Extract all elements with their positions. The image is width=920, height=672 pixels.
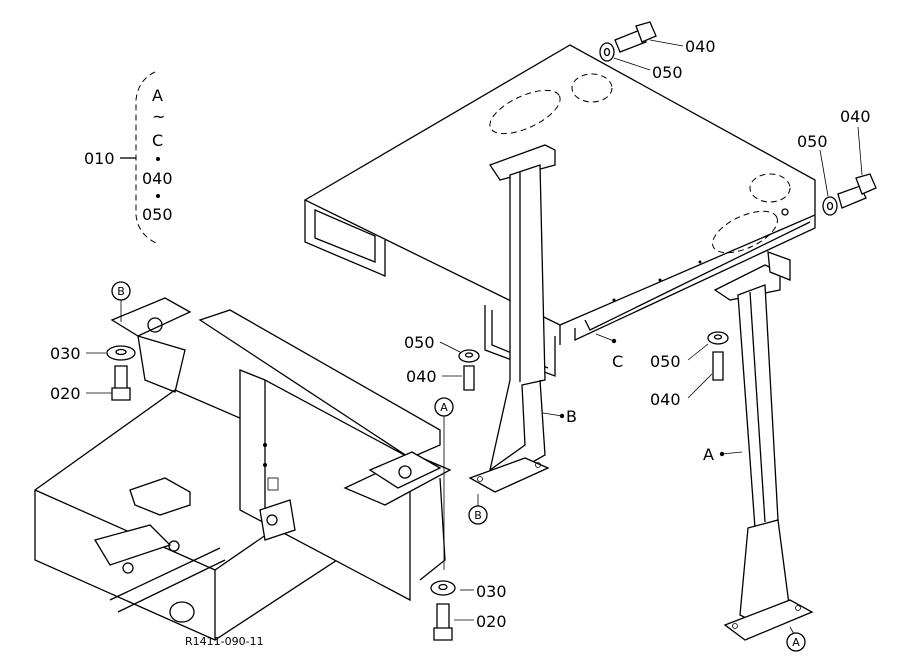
washer-top-right-b-icon <box>822 196 838 216</box>
dot-marker <box>156 194 160 198</box>
svg-text:B: B <box>474 509 482 522</box>
bolt-top-right-a-icon <box>614 21 657 53</box>
dot-marker <box>559 413 565 419</box>
svg-text:A: A <box>792 636 800 649</box>
bolt-left-frame-icon <box>111 365 131 401</box>
svg-text:A: A <box>440 401 448 414</box>
washer-bottom-icon <box>430 580 456 596</box>
callout-020: 020 <box>50 384 81 403</box>
callout-stay-a: A <box>703 445 714 464</box>
stay-b <box>468 144 556 493</box>
group-item-2: 050 <box>142 205 173 224</box>
main-frame <box>34 297 452 641</box>
group-item-1: 040 <box>142 169 173 188</box>
ref-circle-a: A <box>786 632 806 652</box>
range-end: C <box>152 131 163 150</box>
dot-marker <box>719 451 725 457</box>
callout-030: 030 <box>50 344 81 363</box>
callout-050: 050 <box>404 333 435 352</box>
leader-lines <box>86 39 863 635</box>
range-sep: ~ <box>152 107 165 126</box>
bolt-right-stay-icon <box>712 351 724 381</box>
callout-050: 050 <box>650 352 681 371</box>
drawing-code: R1411-090-11 <box>185 635 264 648</box>
cover-plate <box>303 44 816 377</box>
washer-center-stay-icon <box>458 349 480 363</box>
callout-040: 040 <box>650 390 681 409</box>
callout-bracket-c: C <box>612 352 623 371</box>
group-part-no: 010 <box>84 149 115 168</box>
group-callout: 010 A ~ C 040 050 <box>84 71 173 245</box>
dot-marker <box>611 338 617 344</box>
ref-circle-b: B <box>111 281 131 301</box>
callout-040: 040 <box>685 37 716 56</box>
callout-020: 020 <box>476 612 507 631</box>
ref-circle-b: B <box>468 505 488 525</box>
dot-marker <box>156 157 160 161</box>
bolt-top-right-b-icon <box>837 173 877 209</box>
svg-text:B: B <box>117 285 125 298</box>
bolt-bottom-icon <box>433 603 453 641</box>
washer-left-frame-icon <box>106 345 136 361</box>
callout-050: 050 <box>652 63 683 82</box>
ref-circle-a: A <box>434 397 454 417</box>
callout-030: 030 <box>476 582 507 601</box>
callout-040: 040 <box>840 107 871 126</box>
callout-040: 040 <box>406 367 437 386</box>
washer-right-stay-icon <box>707 331 729 345</box>
stay-a <box>713 251 814 641</box>
range-start: A <box>152 86 163 105</box>
callout-stay-b: B <box>566 407 577 426</box>
washer-top-right-a-icon <box>599 42 615 62</box>
callout-050: 050 <box>797 132 828 151</box>
bolt-center-stay-icon <box>463 365 475 391</box>
